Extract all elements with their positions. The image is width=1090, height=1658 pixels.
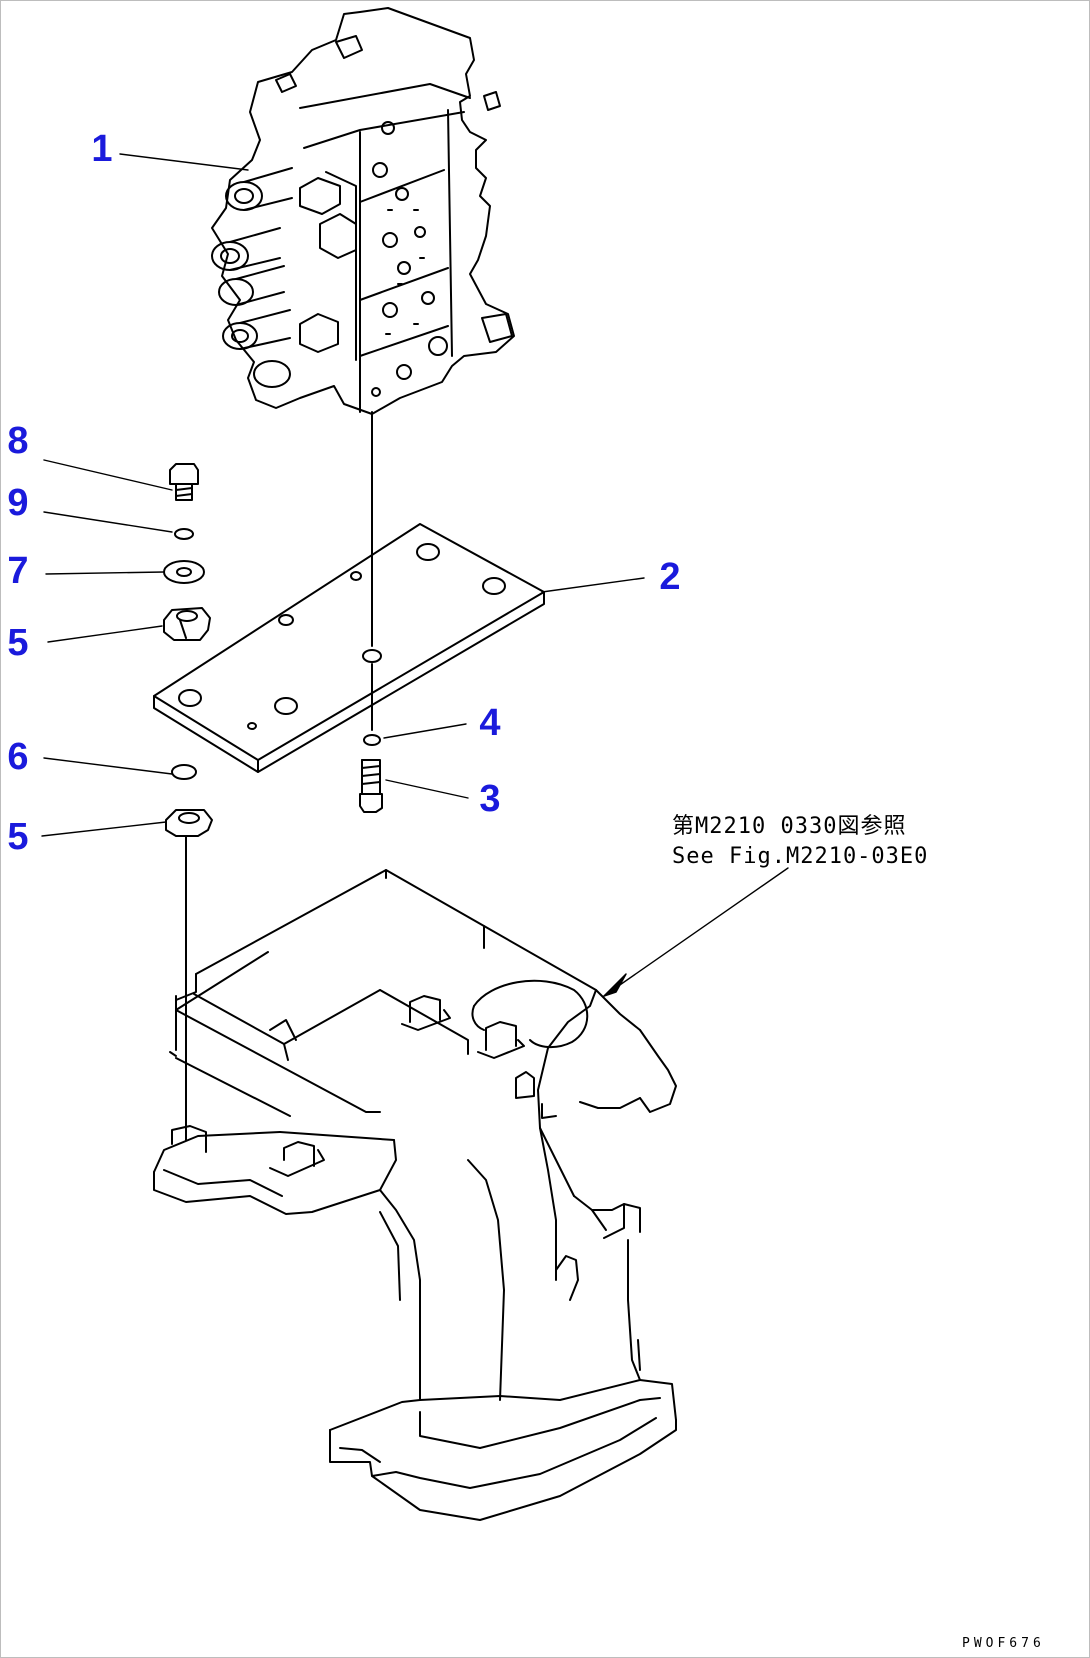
reference-note: 第M2210 0330図参照 See Fig.M2210-03E0	[672, 812, 928, 872]
drawing-code: PWOF676	[962, 1636, 1045, 1651]
cushion-lower	[165, 809, 213, 837]
bolt	[169, 463, 199, 501]
callout-5-lower: 5	[7, 816, 29, 858]
cushion-upper	[163, 607, 211, 641]
callout-6: 6	[7, 736, 29, 778]
washer	[163, 560, 205, 584]
reference-note-en: See Fig.M2210-03E0	[672, 844, 929, 869]
lock-washer	[363, 734, 381, 746]
leader-lines	[41, 153, 789, 997]
callout-8: 8	[7, 420, 29, 462]
frame-bracket	[153, 869, 677, 1521]
callout-5-upper: 5	[7, 622, 29, 664]
spacer	[171, 764, 197, 780]
callout-1: 1	[91, 128, 113, 170]
lock-washer	[174, 528, 194, 540]
reference-note-jp: 第M2210 0330図参照	[672, 814, 907, 839]
callout-3: 3	[479, 778, 501, 820]
control-valve-assembly	[211, 7, 515, 415]
callout-9: 9	[7, 482, 29, 524]
bolt	[359, 759, 383, 813]
callout-7: 7	[7, 550, 29, 592]
callout-2: 2	[659, 556, 681, 598]
arrowhead	[603, 973, 627, 997]
callout-4: 4	[479, 702, 501, 744]
